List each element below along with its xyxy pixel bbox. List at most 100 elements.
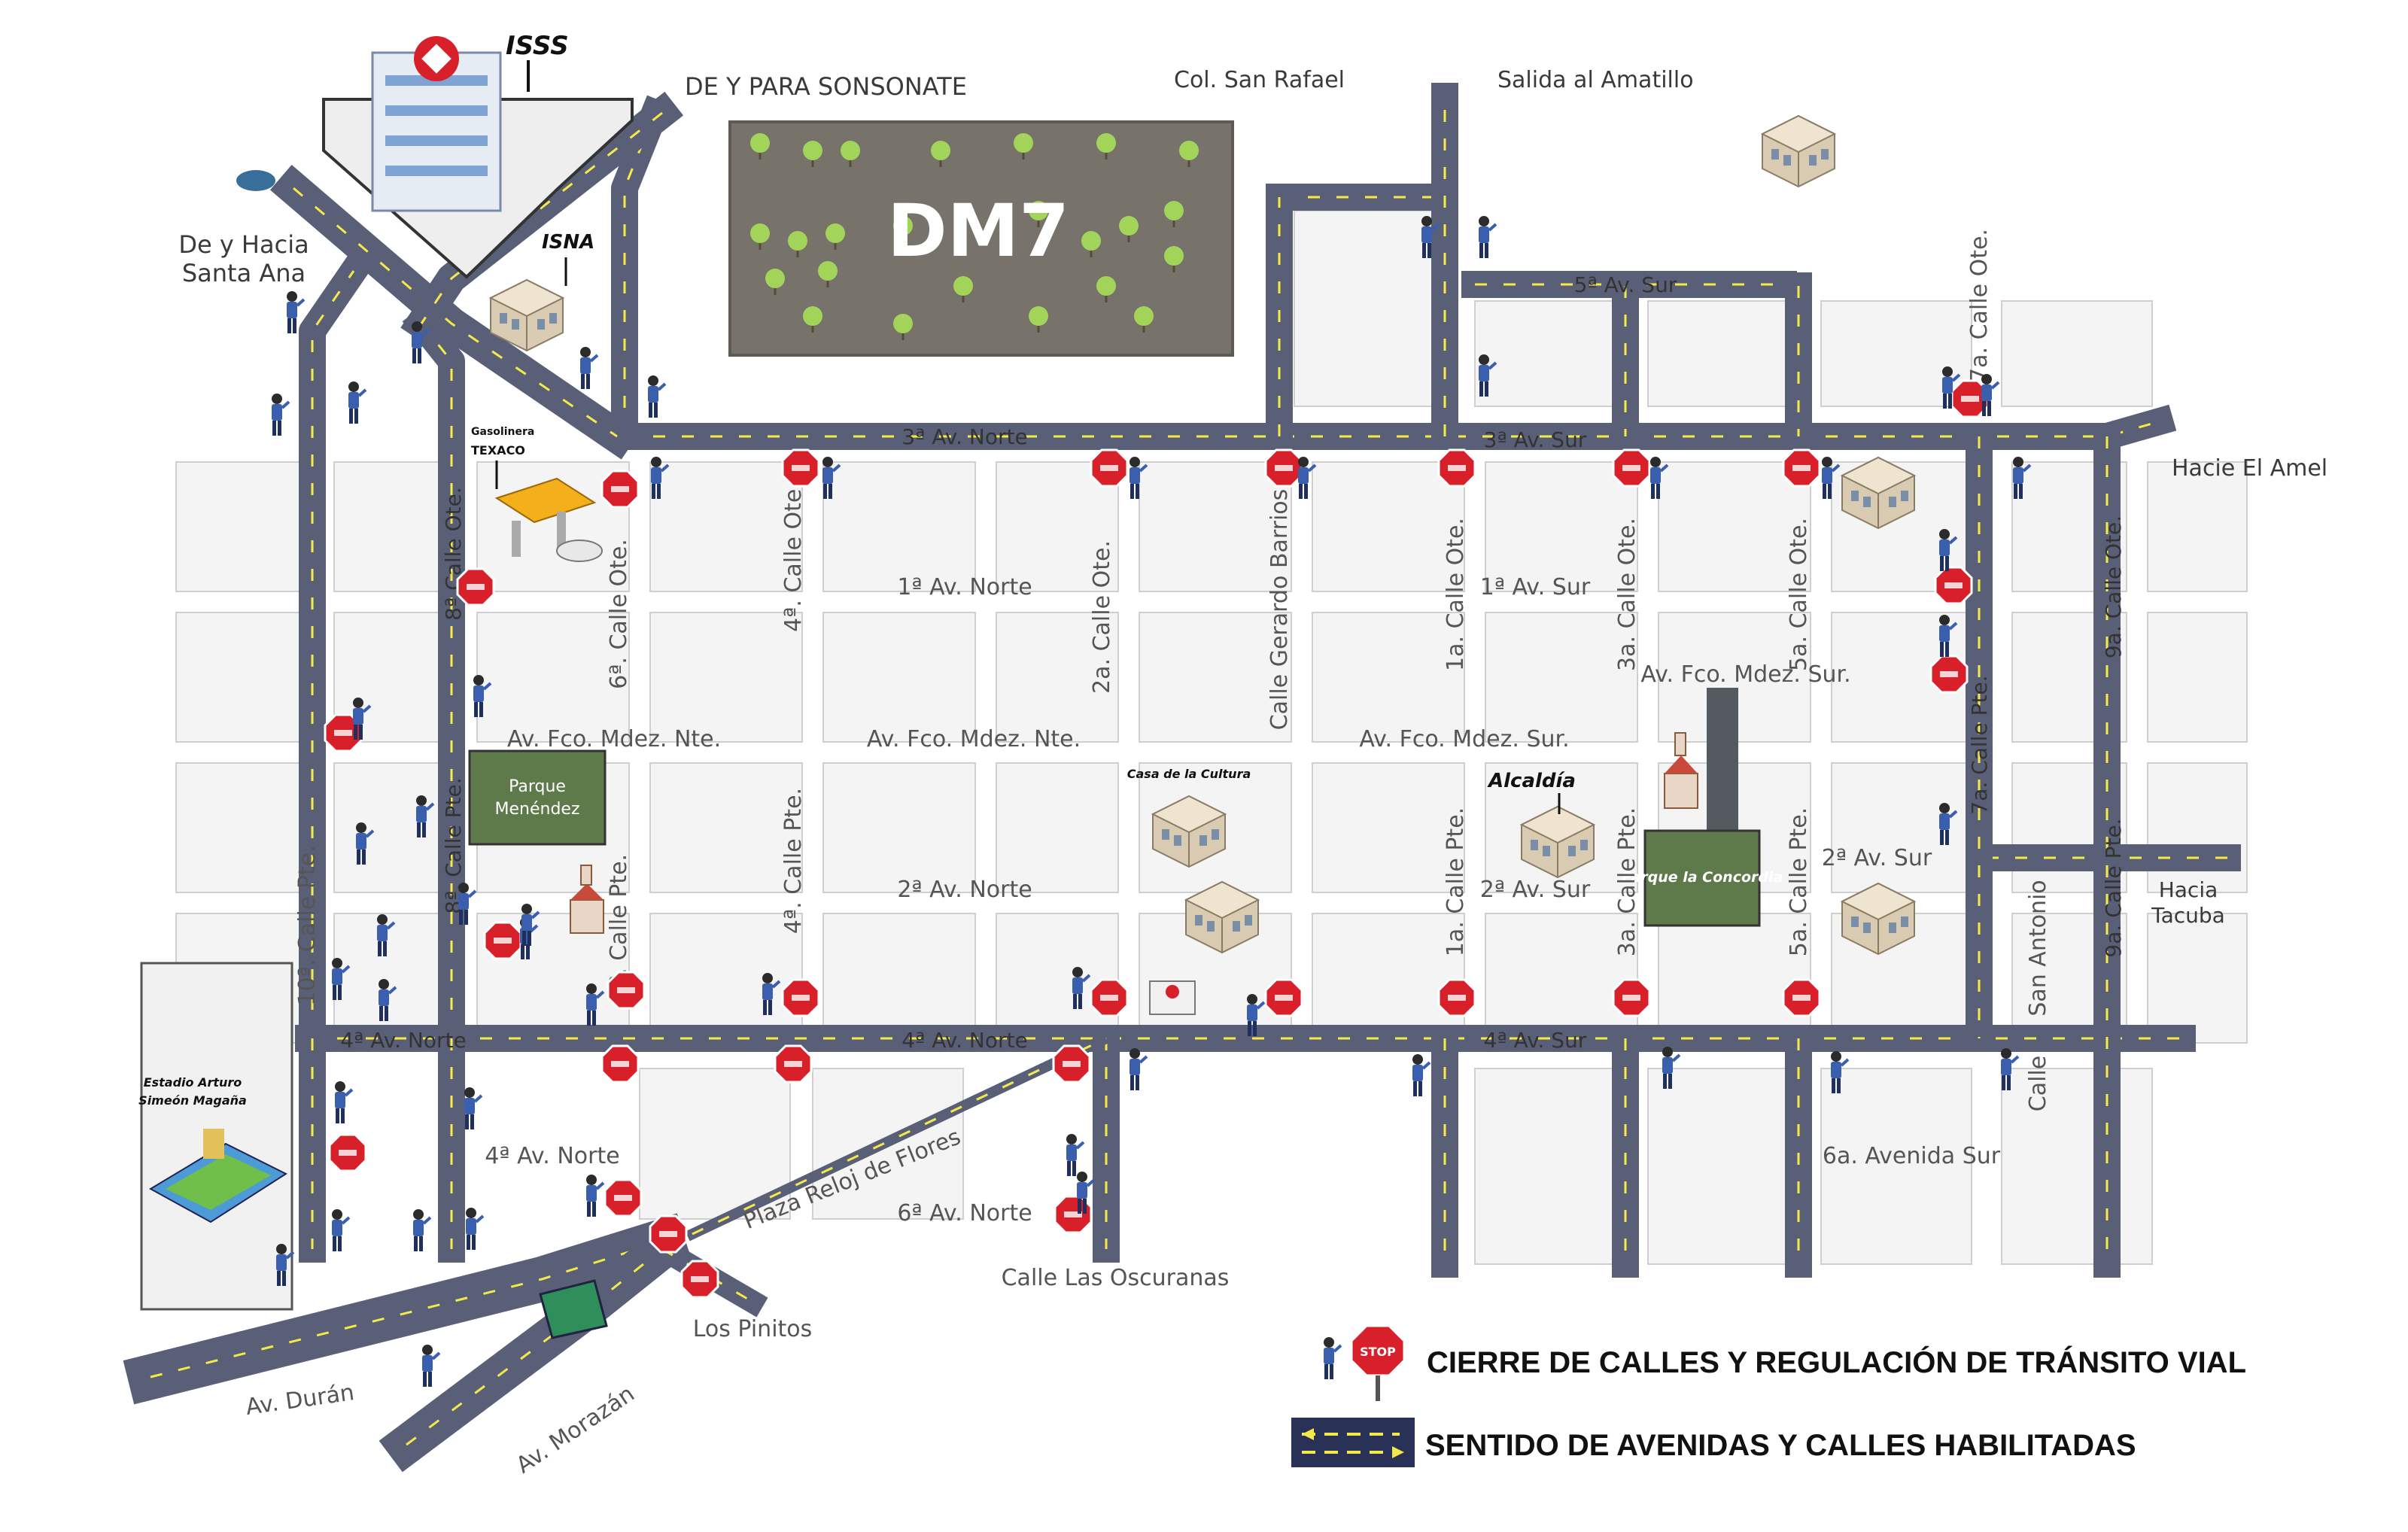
stop-sign-icon [604, 1178, 643, 1217]
label-4av-norte-small: 4ª Av. Norte [485, 1143, 619, 1169]
dir-el-amel: Hacie El Amel [2172, 455, 2327, 482]
city-block [1647, 300, 1799, 407]
stop-sign-icon [781, 448, 820, 488]
city-block [1474, 300, 1626, 407]
city-block [476, 612, 630, 743]
city-block [649, 612, 803, 743]
gasolinera-label: Gasolinera [471, 426, 534, 438]
stop-sign-icon [1090, 978, 1129, 1017]
district-trees [750, 133, 1199, 340]
label-4av-norte-2: 4ª Av. Norte [901, 1028, 1027, 1053]
stop-sign-icon [774, 1044, 813, 1084]
road-lane-marking [311, 270, 355, 1038]
parque-concordia[interactable]: Parque la Concordia [1622, 829, 1783, 927]
label-1a-pte: 1a. Calle Pte. [1443, 807, 1469, 956]
traffic-officer-icon [1477, 214, 1497, 260]
label-9a-ote: 9a. Calle Ote. [2101, 515, 2126, 658]
legend-stop-text: STOP [1360, 1345, 1396, 1359]
city-block [175, 461, 314, 592]
label-san-antonio: San Antonio [2025, 880, 2051, 1016]
label-6av-norte: 6ª Av. Norte [897, 1200, 1032, 1227]
stop-sign-icon [1934, 566, 1973, 605]
stop-sign-icon [649, 1214, 688, 1254]
city-block [175, 762, 314, 893]
road-lane-marking [625, 420, 2160, 438]
tree-icon [803, 141, 822, 160]
stop-sign-icon [781, 978, 820, 1017]
calle-labels: 10ª. Calle Pte. 8ª Calle Ote. 8ª. Calle … [294, 229, 2126, 1342]
church-east [1664, 732, 1698, 809]
label-2av-sur-2: 2ª Av. Sur [1822, 845, 1932, 871]
casa-cultura[interactable]: Casa de la Cultura [1127, 767, 1251, 868]
label-6-ote: 6ª. Calle Ote. [606, 539, 632, 689]
traffic-officer-icon [457, 881, 477, 926]
traffic-officer-icon [412, 1208, 432, 1253]
tree-icon [1119, 216, 1139, 236]
tree-icon [841, 141, 860, 160]
city-block [333, 461, 457, 592]
road-lane-marking [692, 1037, 1107, 1236]
city-block [1139, 612, 1292, 743]
isna-building[interactable]: ISNA [490, 231, 594, 351]
stop-sign-icon [1437, 978, 1476, 1017]
stop-sign-icon [1929, 655, 1969, 694]
texaco-label: TEXACO [471, 443, 525, 457]
stop-sign-icon [600, 470, 640, 509]
city-block [1658, 461, 1811, 592]
city-block [822, 762, 976, 893]
stop-sign-icon [456, 567, 495, 606]
dir-santa-ana-2: Santa Ana [182, 259, 306, 287]
stop-sign-icon [1782, 978, 1821, 1017]
stop-sign-icon [680, 1260, 719, 1299]
city-block [1485, 913, 1638, 1044]
label-las-oscuranas: Calle Las Oscuranas [1002, 1265, 1230, 1291]
tree-icon [1096, 133, 1116, 153]
label-6av-sur: 6a. Avenida Sur [1823, 1143, 2001, 1169]
city-block [1312, 762, 1465, 893]
city-block [1820, 1068, 1972, 1265]
tree-icon [765, 269, 785, 288]
tree-icon [1164, 246, 1184, 266]
stop-sign-icon [607, 971, 646, 1010]
city-block [649, 762, 803, 893]
road-lane-marking [150, 1240, 663, 1378]
tree-icon [1029, 306, 1048, 326]
city-block [333, 913, 457, 1044]
tree-icon [825, 223, 845, 243]
direction-labels: DE Y PARA SONSONATE Col. San Rafael Sali… [178, 67, 2327, 928]
car [236, 170, 275, 191]
parque-menendez-label-1: Parque [509, 777, 566, 796]
city-block [1312, 461, 1465, 592]
city-block [996, 913, 1119, 1044]
label-calle-small: Calle [2025, 1056, 2051, 1111]
tree-icon [931, 141, 950, 160]
city-blocks [140, 210, 2248, 1311]
tree-icon [953, 276, 973, 296]
dir-tacuba-2: Tacuba [2151, 903, 2225, 928]
road-network [123, 83, 2241, 1473]
church-west [570, 865, 604, 934]
city-block [333, 762, 457, 893]
road-lane-marking [420, 111, 663, 324]
city-block [822, 612, 976, 743]
texaco-station[interactable]: Gasolinera TEXACO [471, 426, 603, 562]
label-10-pte: 10ª. Calle Pte. [294, 845, 321, 1005]
stop-sign-icon [1612, 448, 1651, 488]
tree-icon [893, 216, 913, 236]
tree-icon [1096, 276, 1116, 296]
isss-hospital[interactable]: ISSS [322, 31, 634, 279]
traffic-officer-icon [464, 1206, 485, 1251]
road-segment [402, 304, 465, 1052]
estadio[interactable]: Estadio Arturo Simeón Magaña [138, 1075, 288, 1223]
alcaldia[interactable]: Alcaldía [1487, 770, 1595, 878]
city-block [1312, 913, 1465, 1044]
city-block [822, 461, 976, 592]
city-block [649, 913, 803, 1044]
city-block [1831, 762, 1992, 893]
isss-label: ISSS [506, 31, 569, 61]
unidad-salud [1149, 980, 1196, 1015]
parque-menendez[interactable]: Parque Menéndez [468, 749, 607, 846]
city-block [649, 461, 803, 592]
traffic-officer-icon [347, 380, 367, 425]
tree-icon [893, 314, 913, 333]
